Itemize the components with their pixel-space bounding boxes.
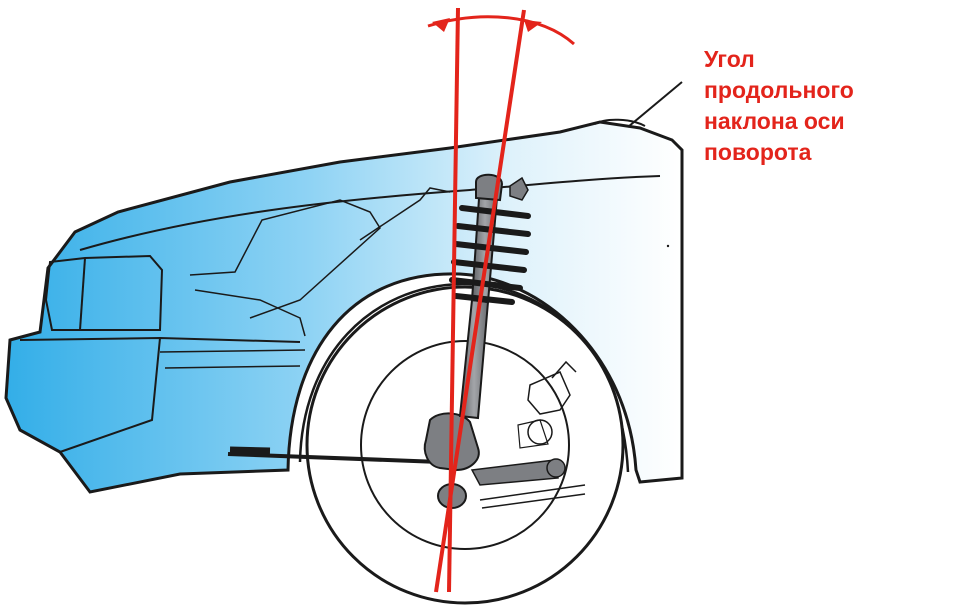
hood-crease: [79, 175, 661, 251]
side-line-2: [164, 365, 301, 369]
caption-line-3: наклона оси: [704, 108, 845, 134]
headlight-divider: [79, 257, 86, 331]
steering-axis-line: [434, 9, 526, 593]
caption-line-1: Угол: [704, 46, 755, 72]
bumper-edge: [59, 337, 161, 453]
engine-bay-line-2: [359, 187, 451, 241]
caption-leader-line: [627, 81, 683, 128]
steering-knuckle: [423, 412, 480, 509]
caster-angle-caption: Угол продольного наклона оси поворота: [704, 44, 954, 168]
coil-spring-icon: [449, 205, 531, 305]
brake-caliper: [527, 360, 577, 415]
caption-line-2: продольного: [704, 77, 854, 103]
brake-line: [479, 484, 586, 501]
brake-line-2: [481, 493, 586, 509]
caster-axes: [434, 7, 526, 593]
caster-angle-arc: [427, 15, 575, 46]
control-arm: [470, 419, 566, 486]
strut-tower: [594, 118, 646, 127]
tie-rod: [227, 446, 441, 464]
rim: [360, 340, 570, 550]
engine-bay-line: [189, 199, 381, 319]
sway-bar-link: [527, 419, 553, 445]
ball-joint: [546, 458, 566, 478]
caption-line-4: поворота: [704, 139, 812, 165]
headlight: [44, 254, 164, 331]
decorative-dot: [666, 244, 670, 248]
engine-bay-line-3: [194, 289, 306, 337]
side-line-1: [159, 349, 306, 353]
